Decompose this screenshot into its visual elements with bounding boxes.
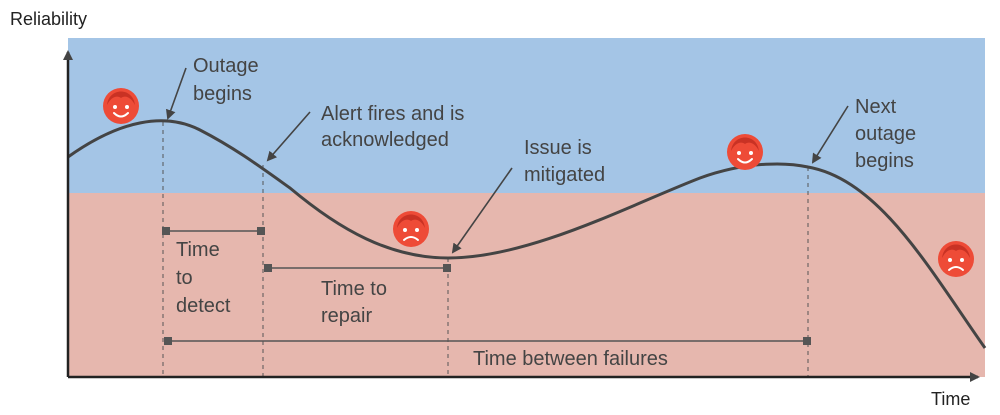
time-to-detect-bar <box>162 227 265 235</box>
time-between-failures-bar <box>164 337 811 345</box>
next-outage-arrow <box>811 105 849 164</box>
outage-begins-label: Outage begins <box>193 55 264 105</box>
time-between-failures-label: Time between failures <box>473 348 668 370</box>
next-outage-label: Next outage begins <box>855 96 922 172</box>
outage-arrow <box>166 67 187 120</box>
mitigated-label: Issue is mitigated <box>524 137 605 186</box>
happy-face-icon <box>727 134 763 170</box>
alert-arrow <box>266 111 311 162</box>
y-axis-label: Reliability <box>10 9 87 29</box>
time-to-repair-bar <box>264 264 451 272</box>
sad-face-icon <box>938 241 974 277</box>
sad-face-icon <box>393 211 429 247</box>
time-to-detect-label: Time to detect <box>176 239 231 317</box>
reliability-curve <box>67 119 987 349</box>
x-axis-label: Time <box>931 389 970 409</box>
happy-face-icon <box>103 88 139 124</box>
alert-label: Alert fires and is acknowledged <box>321 103 470 151</box>
bad-reliability-zone <box>68 193 985 377</box>
annotation-arrows <box>166 67 849 254</box>
mitigated-arrow <box>451 167 513 254</box>
time-to-repair-label: Time to repair <box>321 278 393 327</box>
good-reliability-zone <box>68 38 985 193</box>
